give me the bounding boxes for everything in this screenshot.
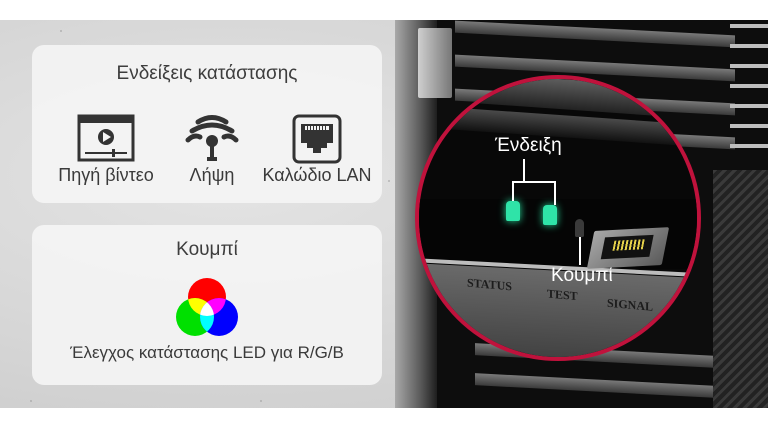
label-status: STATUS	[467, 275, 512, 294]
status-led-left	[506, 201, 520, 221]
texture-speck	[260, 400, 262, 402]
lan-port	[586, 227, 670, 269]
product-image: Ενδείξεις κατάστασης Πηγή βίντεο	[0, 20, 768, 408]
device-side-panel	[713, 170, 768, 408]
indicator-label: Ένδειξη	[495, 135, 562, 156]
status-panel-title: Ενδείξεις κατάστασης	[116, 63, 298, 84]
status-indicators-panel: Ενδείξεις κατάστασης Πηγή βίντεο	[32, 45, 382, 203]
video-source-icon	[77, 114, 135, 162]
callout-line	[579, 237, 581, 265]
status-item-label: Καλώδιο LAN	[262, 165, 372, 185]
lan-port-icon	[292, 114, 342, 164]
button-panel: Κουμπί Έλεγχος κατάστασης LED για R/G/B	[32, 225, 382, 385]
status-item-signal: Λήψη	[162, 113, 262, 186]
device-slat	[730, 144, 768, 148]
button-panel-title: Κουμπί	[176, 239, 238, 260]
device-slat	[730, 44, 768, 48]
rgb-circles-icon	[176, 278, 238, 336]
callout-line	[512, 181, 514, 201]
device-slat	[455, 20, 735, 48]
device-zoom-callout: STATUS TEST SIGNAL Ένδειξη Κουμπί	[415, 75, 701, 361]
status-item-label: Πηγή βίντεο	[58, 165, 154, 185]
device-slat	[730, 104, 768, 108]
status-item-lan: Καλώδιο LAN	[254, 113, 380, 186]
callout-line	[512, 181, 556, 183]
lan-port-pins	[612, 239, 645, 251]
texture-speck	[30, 400, 32, 402]
callout-line	[554, 181, 556, 205]
device-slat	[730, 24, 768, 28]
label-test: TEST	[547, 286, 578, 304]
device-slat	[730, 64, 768, 68]
status-item-label: Λήψη	[189, 165, 235, 185]
texture-speck	[388, 180, 390, 182]
device-slat	[475, 373, 735, 399]
status-item-video: Πηγή βίντεο	[46, 113, 166, 186]
antenna-signal-icon	[185, 115, 239, 161]
test-button	[575, 219, 584, 237]
callout-line	[523, 159, 525, 181]
button-label: Κουμπί	[551, 265, 613, 286]
lan-port-socket	[600, 234, 654, 260]
button-panel-description: Έλεγχος κατάστασης LED για R/G/B	[70, 343, 344, 362]
device-slat	[730, 84, 768, 88]
device-slat	[730, 124, 768, 128]
device-slat	[455, 54, 735, 82]
status-led-right	[543, 205, 557, 225]
texture-speck	[60, 30, 62, 32]
